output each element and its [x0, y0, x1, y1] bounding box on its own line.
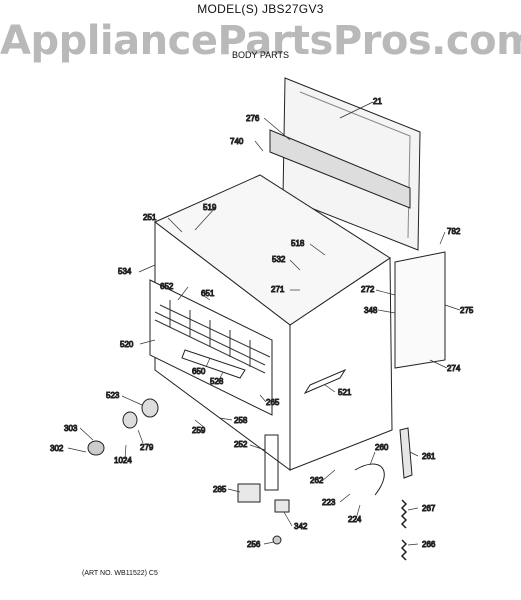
watermark-logo: AppliancePartsPros.com — [0, 18, 521, 64]
screw-part — [272, 535, 282, 545]
callout-labels: 21 276 740 519 782 251 518 532 534 271 2… — [50, 97, 475, 550]
callout-258: 258 — [234, 416, 248, 425]
callout-532: 532 — [272, 255, 286, 264]
callout-518: 518 — [291, 239, 305, 248]
callout-260: 260 — [375, 443, 389, 452]
knob-small — [122, 411, 138, 429]
callout-271: 271 — [271, 285, 285, 294]
callout-279: 279 — [140, 443, 154, 452]
callout-740: 740 — [230, 137, 244, 146]
callout-223: 223 — [322, 498, 336, 507]
callout-523: 523 — [106, 391, 120, 400]
callout-651: 651 — [201, 289, 215, 298]
callout-302: 302 — [50, 444, 64, 453]
callout-534: 534 — [118, 267, 132, 276]
callout-276: 276 — [246, 114, 260, 123]
callout-21: 21 — [373, 97, 382, 106]
callout-342: 342 — [294, 522, 308, 531]
callout-259: 259 — [192, 426, 206, 435]
art-number: (ART NO. WB11522) C5 — [82, 570, 158, 577]
callout-224: 224 — [348, 515, 362, 524]
block-part — [237, 483, 261, 503]
hinge-spring — [400, 499, 408, 529]
callout-265: 265 — [266, 398, 280, 407]
hinge-receiver — [399, 427, 413, 479]
spring-link — [400, 539, 408, 561]
callout-256: 256 — [247, 540, 261, 549]
callout-650: 650 — [192, 367, 206, 376]
lamp-bulb — [87, 440, 105, 456]
callout-267: 267 — [422, 504, 436, 513]
side-panel — [394, 251, 446, 369]
callout-274: 274 — [447, 364, 461, 373]
model-title: MODEL(S) JBS27GV3 — [197, 2, 324, 16]
callout-519: 519 — [203, 203, 217, 212]
callout-261: 261 — [422, 452, 436, 461]
callout-251: 251 — [143, 213, 157, 222]
callout-262: 262 — [310, 476, 324, 485]
callout-782: 782 — [447, 227, 461, 236]
callout-521: 521 — [338, 388, 352, 397]
leader-lines — [67, 101, 461, 546]
oven-rack — [154, 300, 271, 374]
callout-266: 266 — [422, 540, 436, 549]
callout-285: 285 — [213, 485, 227, 494]
drawer-rail — [264, 434, 279, 491]
callout-303: 303 — [64, 424, 78, 433]
callout-520: 520 — [120, 340, 134, 349]
callout-528: 528 — [210, 377, 224, 386]
hinge-arm — [354, 463, 385, 496]
callout-275: 275 — [460, 306, 474, 315]
knob-large — [141, 398, 159, 418]
callout-1024: 1024 — [114, 456, 132, 465]
callout-252: 252 — [234, 440, 248, 449]
callout-348: 348 — [364, 306, 378, 315]
rear-bracket — [269, 129, 411, 209]
section-subtitle: BODY PARTS — [231, 50, 290, 60]
side-vent — [303, 368, 347, 395]
callout-652: 652 — [160, 282, 174, 291]
bracket-part — [274, 499, 290, 513]
bake-element — [181, 349, 246, 379]
callout-272: 272 — [361, 285, 375, 294]
